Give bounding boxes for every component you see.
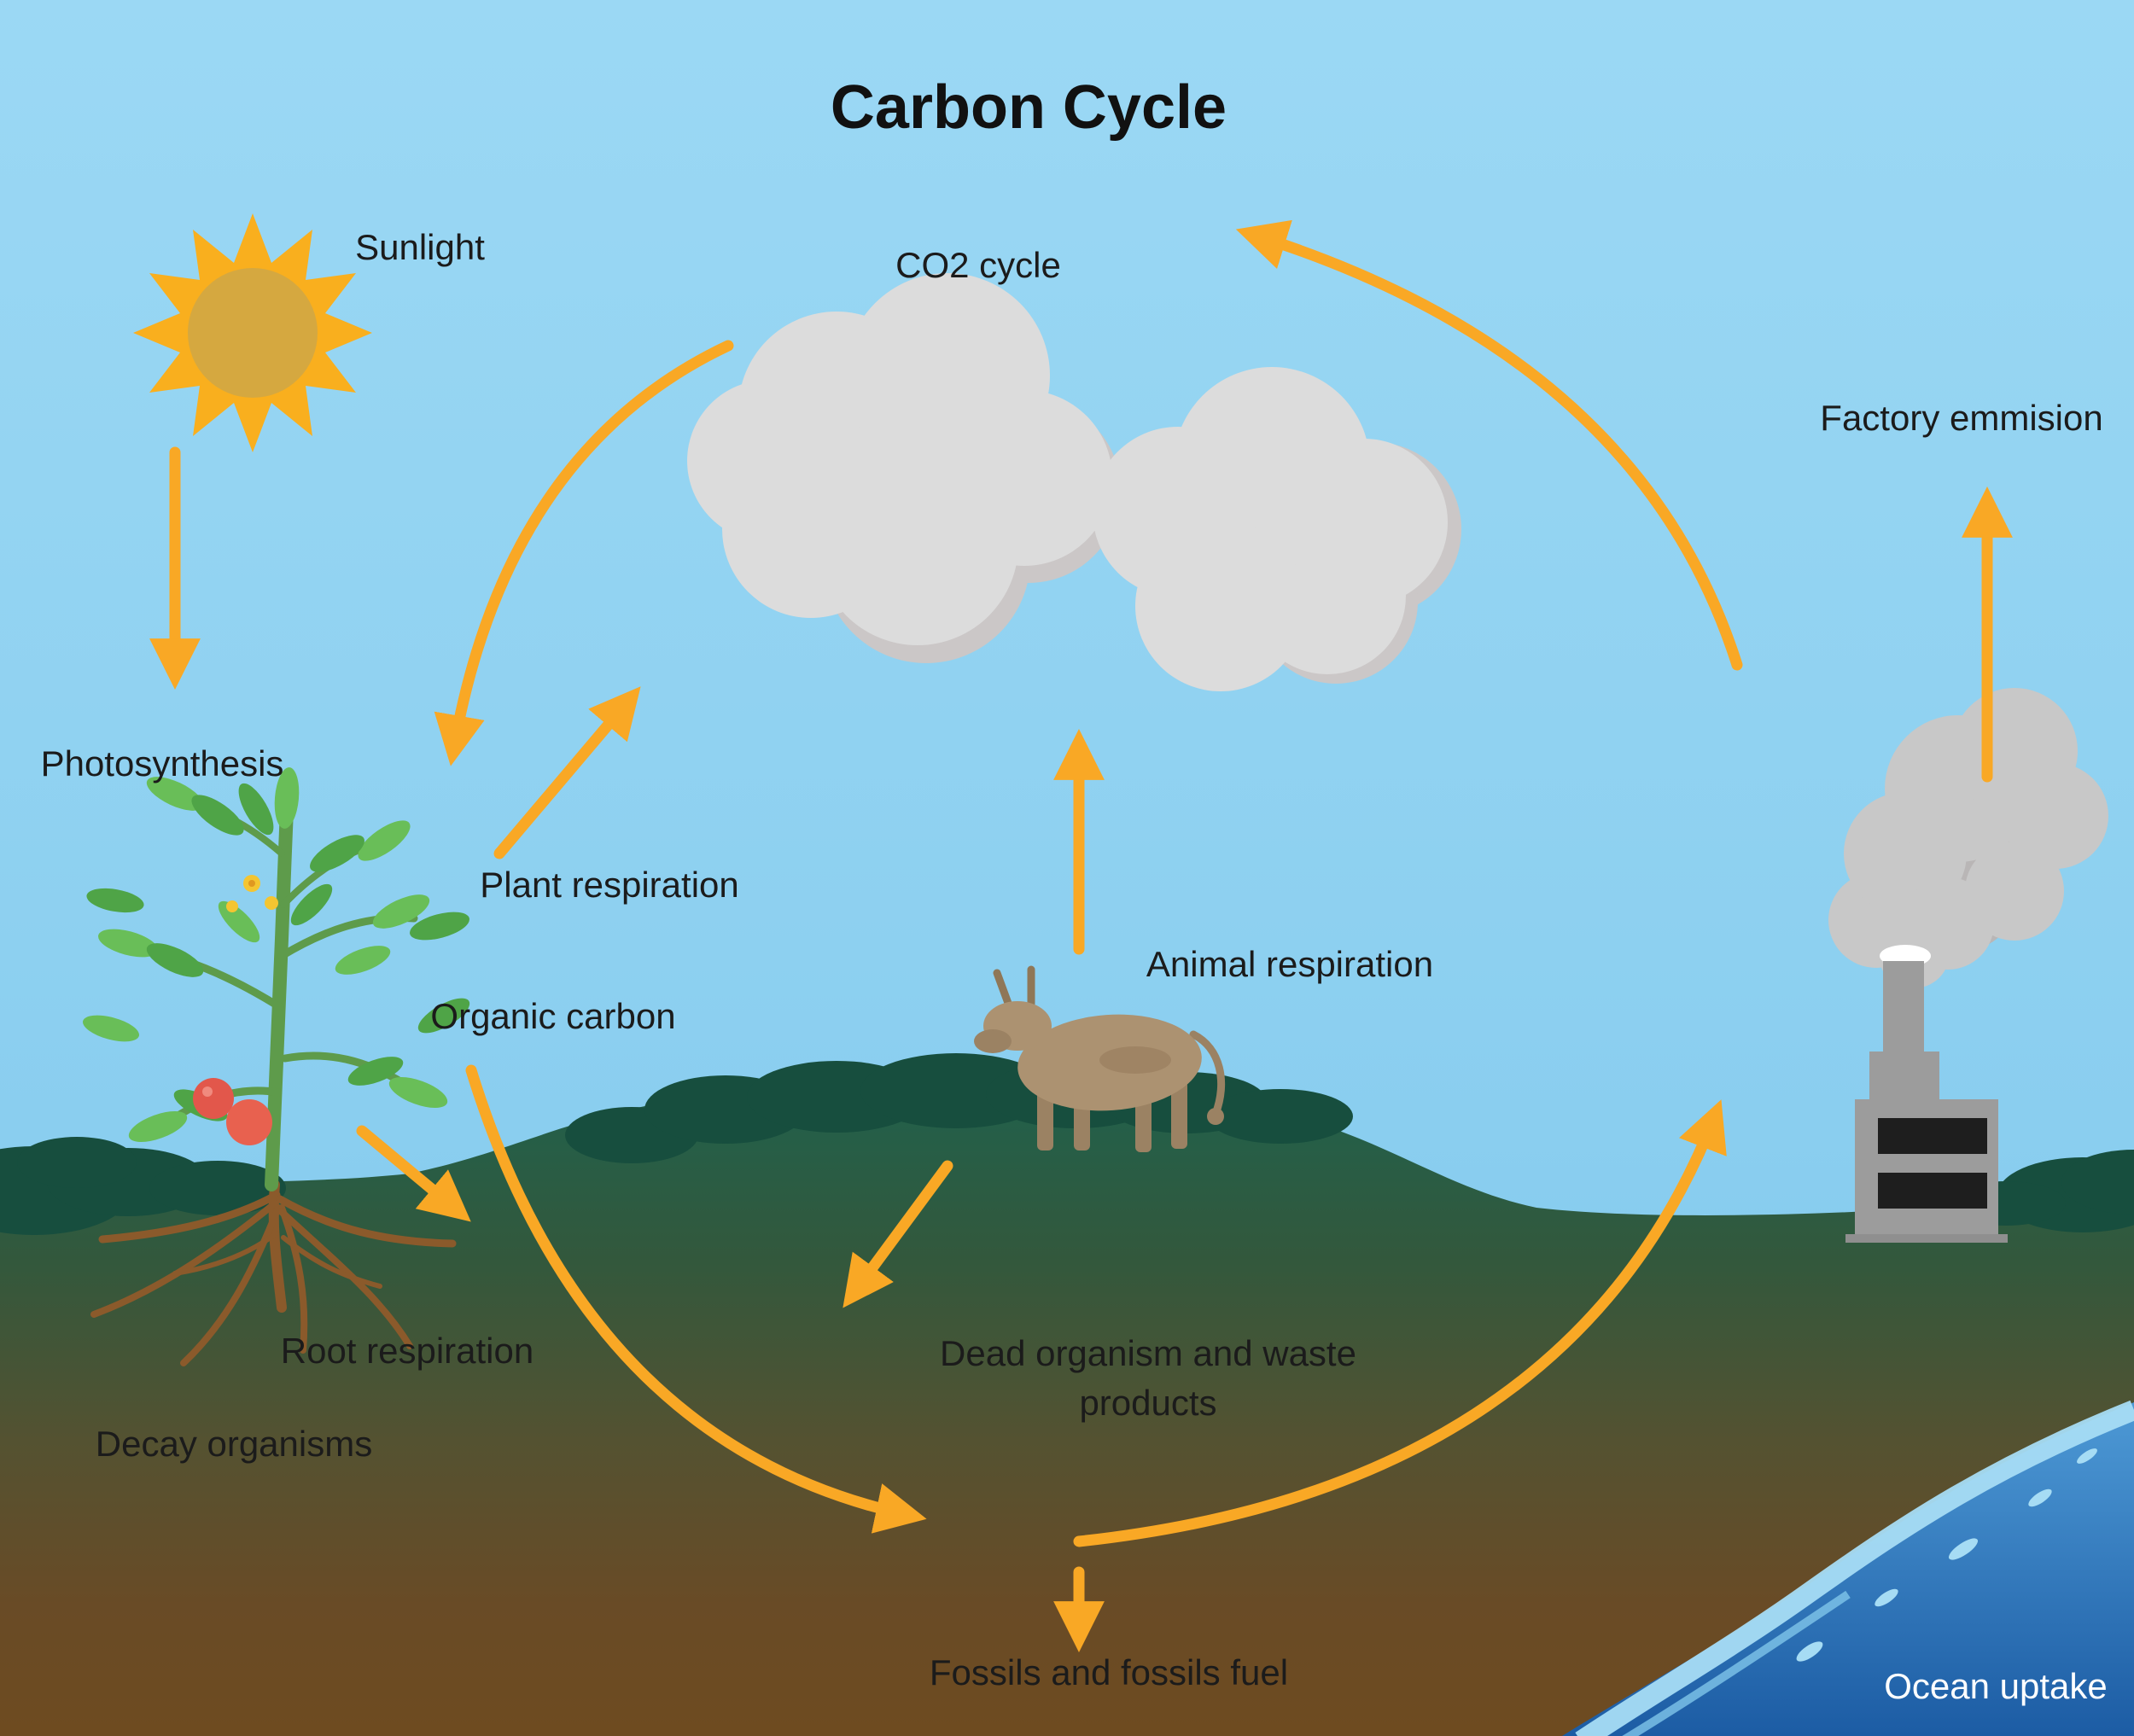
label-photosynthesis: Photosynthesis xyxy=(41,743,284,784)
diagram-labels: Carbon Cycle Sunlight CO2 cycle Factory … xyxy=(41,73,2108,1706)
plant-fruits xyxy=(193,1078,272,1145)
factory-icon xyxy=(1845,961,2008,1243)
plant-foliage xyxy=(82,767,470,1143)
label-organic-carbon: Organic carbon xyxy=(430,996,675,1036)
ocean xyxy=(1562,1400,2134,1736)
cloud-right-icon xyxy=(1093,367,1461,691)
ground xyxy=(0,1053,2134,1736)
shoreline-foam xyxy=(1575,1400,2134,1736)
arrow-fossils-to-factory xyxy=(1073,1099,1727,1547)
plant-roots xyxy=(90,1180,457,1366)
plant-flowers xyxy=(226,875,278,912)
arrow-plant-respiration-to-co2 xyxy=(493,686,641,859)
arrow-co2-to-photosynthesis xyxy=(434,340,734,766)
bushes xyxy=(0,1053,2134,1235)
label-animal-respiration: Animal respiration xyxy=(1146,944,1433,984)
arrow-emissions-to-co2 xyxy=(1235,219,1743,671)
label-factory-emission: Factory emmision xyxy=(1820,398,2102,438)
label-fossils-fuel: Fossils and fossils fuel xyxy=(930,1652,1288,1692)
label-plant-respiration: Plant respiration xyxy=(480,865,739,905)
cloud-left-icon xyxy=(687,273,1121,663)
label-dead-organism-line1: Dead organism and waste xyxy=(940,1333,1356,1373)
plant-icon xyxy=(82,767,470,1191)
factory-window xyxy=(1878,1118,1987,1154)
animal-head xyxy=(974,965,1052,1053)
label-ocean-uptake: Ocean uptake xyxy=(1884,1666,2108,1706)
arrow-organic-carbon-to-fossils xyxy=(465,1064,927,1534)
label-root-respiration: Root respiration xyxy=(281,1331,534,1371)
flow-arrows xyxy=(149,219,2013,1652)
arrow-plant-to-root-respiration xyxy=(356,1125,471,1222)
sun-icon xyxy=(133,213,372,452)
label-sunlight: Sunlight xyxy=(355,227,485,267)
label-co2-cycle: CO2 cycle xyxy=(895,245,1061,285)
page-title: Carbon Cycle xyxy=(831,73,1227,142)
wave-speckles xyxy=(1796,1448,2097,1662)
label-dead-organism-line2: products xyxy=(1079,1383,1216,1423)
arrow-animal-to-dead-organisms xyxy=(843,1160,953,1308)
factory-window xyxy=(1878,1173,1987,1209)
label-decay-organisms: Decay organisms xyxy=(96,1424,372,1464)
animal-icon xyxy=(974,965,1226,1152)
animal-tail xyxy=(1189,1030,1226,1118)
